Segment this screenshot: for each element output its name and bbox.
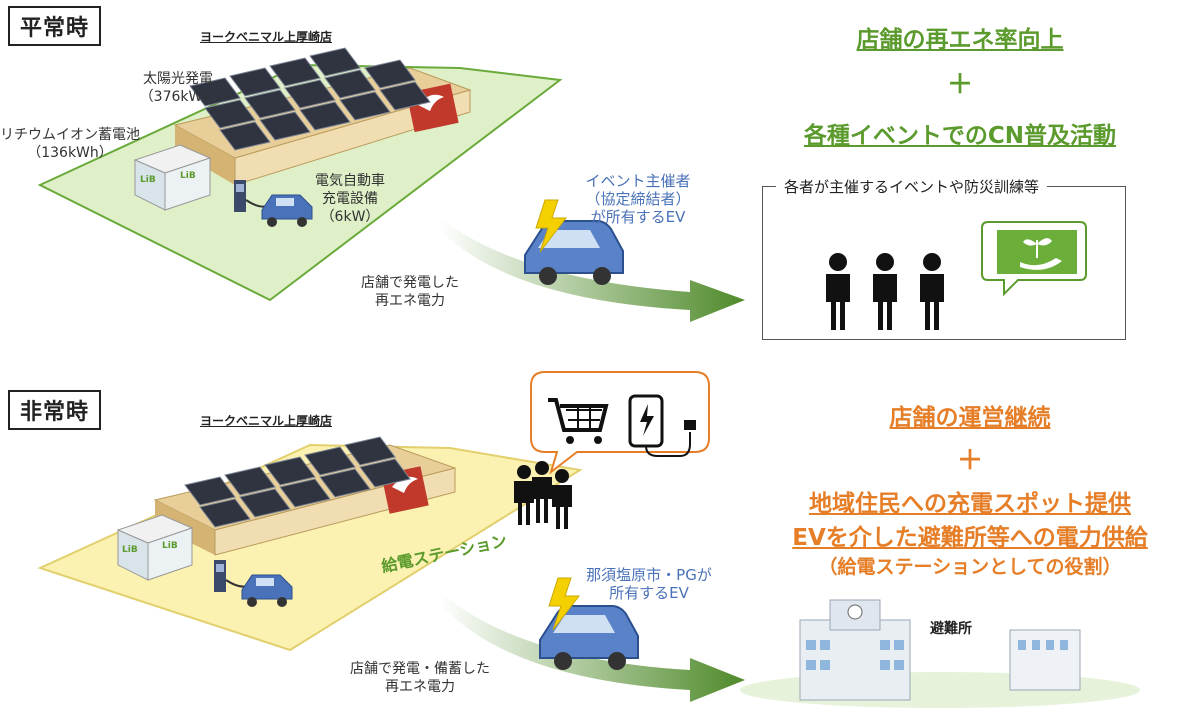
svg-text:LiB: LiB	[162, 541, 178, 551]
emergency-heading-2: 地域住民への充電スポット提供	[809, 491, 1131, 517]
emergency-ev-charger-icon	[214, 560, 293, 607]
emergency-arrow-icon	[440, 592, 745, 702]
emergency-mode-label: 非常時	[8, 390, 102, 430]
normal-ev-owner-2: （協定締結者）	[585, 190, 691, 208]
emergency-ev-car-icon	[539, 605, 639, 670]
smartphone-charging-icon	[628, 394, 696, 457]
battery-value-text: （136kWh）	[27, 145, 113, 161]
battery-building-icon: LiB LiB	[133, 144, 212, 211]
emergency-solar-panel-icon	[184, 436, 411, 528]
emergency-ev-owner-2: 所有するEV	[609, 584, 689, 602]
event-box-title: 各者が主催するイベントや防災訓練等	[776, 176, 1048, 197]
svg-text:LiB: LiB	[122, 545, 138, 555]
emergency-plus: ＋	[956, 446, 983, 476]
normal-ev-owner-3: が所有するEV	[590, 208, 686, 226]
charger-label-text-1: 電気自動車	[315, 173, 385, 189]
normal-arrow-icon	[440, 218, 745, 322]
shopping-cart-icon	[548, 398, 609, 444]
normal-heading-2: 各種イベントでのCN普及活動	[803, 123, 1117, 149]
svg-text:LiB: LiB	[180, 171, 196, 181]
emergency-heading-3: EVを介した避難所等への電力供給	[792, 525, 1148, 551]
normal-plus: ＋	[946, 70, 973, 100]
plant-hand-icon	[981, 221, 1087, 297]
solar-value-text: （376kW）	[139, 89, 217, 105]
emergency-ev-owner-1: 那須塩原市・PGが	[586, 566, 712, 584]
emergency-power-label-1: 店舗で発電・備蓄した	[350, 661, 490, 677]
charger-label: 電気自動車 充電設備 （6kW）	[300, 172, 400, 226]
emergency-heading-4: （給電ステーションとしての役割）	[818, 556, 1122, 578]
service-bubble	[530, 371, 710, 475]
normal-lightning-icon	[535, 199, 568, 253]
normal-mode-label: 平常時	[8, 6, 102, 46]
emergency-power-label: 店舗で発電・備蓄した 再エネ電力	[340, 660, 500, 696]
battery-label: リチウムイオン蓄電池 （136kWh）	[0, 126, 140, 162]
normal-power-label: 店舗で発電した 再エネ電力	[340, 274, 480, 310]
battery-label-text: リチウムイオン蓄電池	[0, 127, 140, 143]
solar-label-text: 太陽光発電	[143, 71, 213, 87]
normal-parked-car-icon	[261, 194, 313, 227]
charger-value-text: （6kW）	[320, 209, 380, 225]
person-icon	[826, 253, 944, 330]
emergency-heading-1: 店舗の運営継続	[889, 405, 1051, 431]
normal-solar-panel-icon	[189, 47, 431, 151]
emergency-battery-building-icon: LiB LiB	[116, 514, 194, 581]
normal-ev-owner-1: イベント主催者	[585, 172, 691, 190]
shelter-label: 避難所	[930, 621, 972, 637]
normal-store-name: ヨークベニマル上厚崎店	[200, 30, 333, 44]
charger-label-text-2: 充電設備	[322, 191, 378, 207]
normal-power-label-1: 店舗で発電した	[361, 275, 459, 291]
emergency-lightning-icon	[548, 577, 581, 631]
svg-text:LiB: LiB	[140, 175, 156, 185]
emergency-ev-owner-label: 那須塩原市・PGが 所有するEV	[574, 566, 724, 602]
emergency-store-name: ヨークベニマル上厚崎店	[200, 414, 333, 428]
solar-label: 太陽光発電 （376kW）	[128, 70, 228, 106]
normal-power-label-2: 再エネ電力	[375, 293, 445, 309]
emergency-power-label-2: 再エネ電力	[385, 679, 455, 695]
normal-ev-owner-label: イベント主催者 （協定締結者） が所有するEV	[568, 172, 708, 226]
emergency-person-icon	[514, 461, 572, 529]
normal-heading-1: 店舗の再エネ率向上	[856, 27, 1064, 53]
